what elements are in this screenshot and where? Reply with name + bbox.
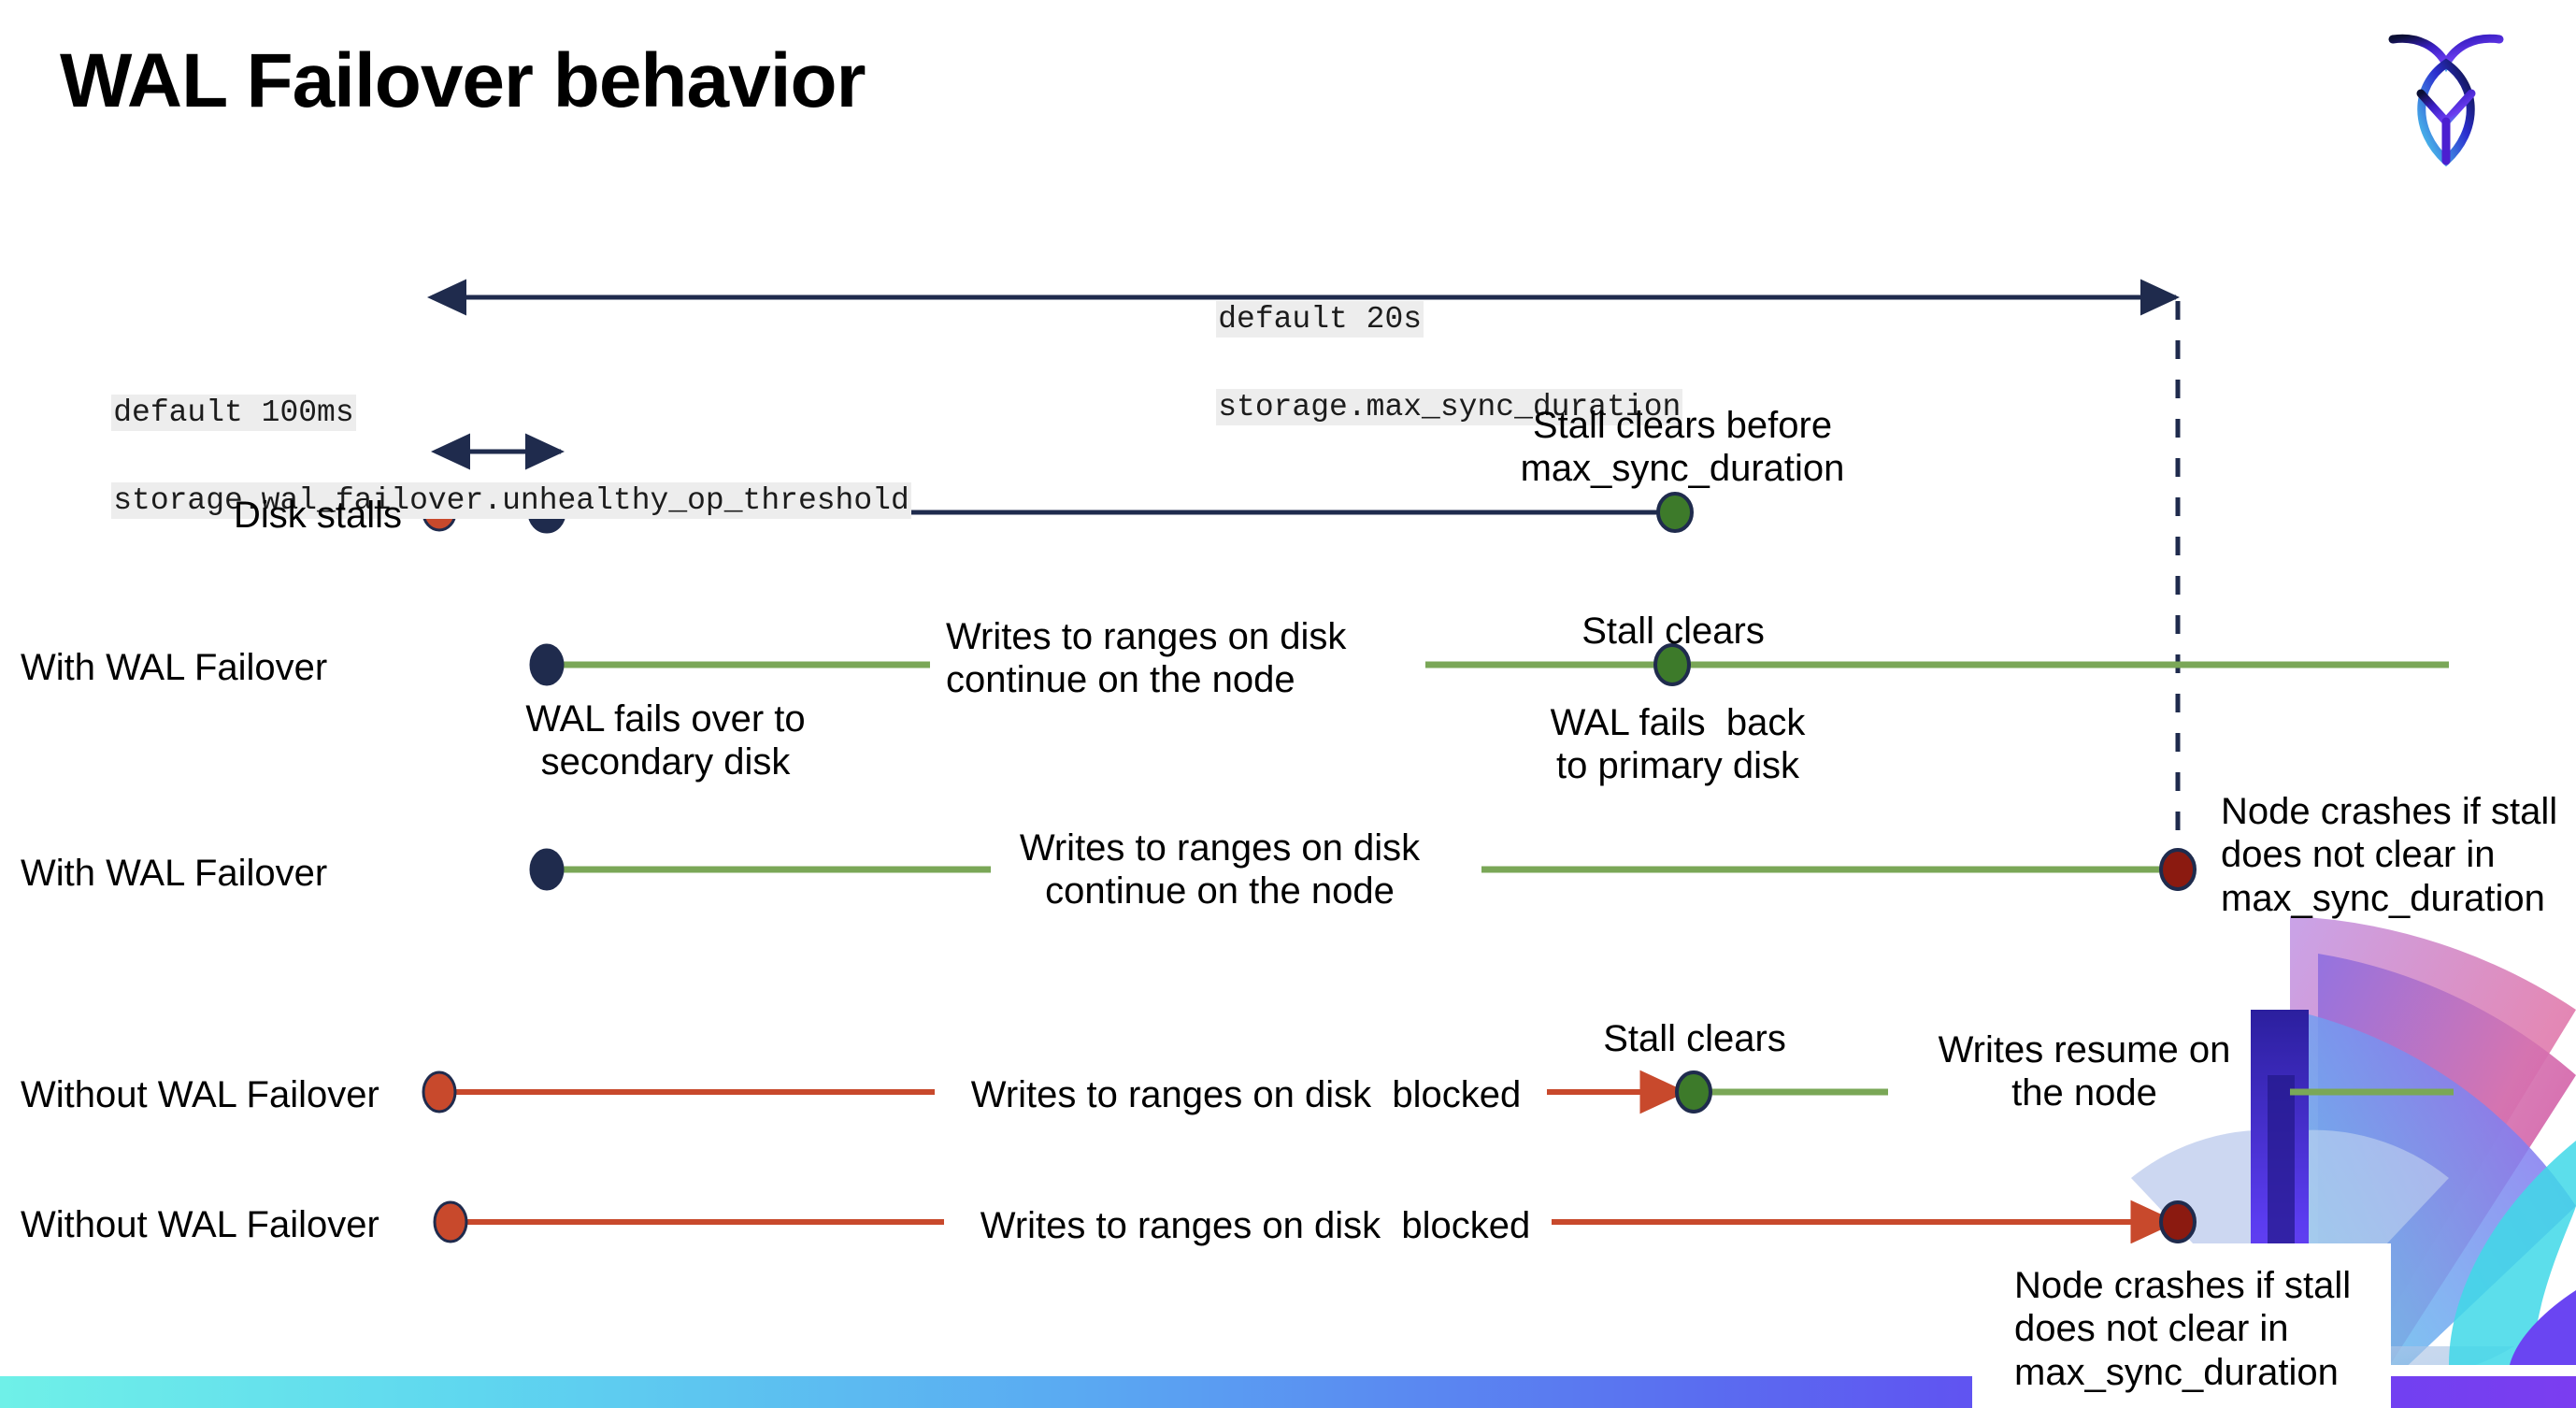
note-writes-continue-row3: Writes to ranges on disk continue on the… [1019, 827, 1421, 912]
no-failover-row4-start-marker [422, 1070, 457, 1113]
max-sync-setting-label: storage.max_sync_duration [1216, 388, 1683, 425]
no-failover-row5-start-marker [433, 1200, 468, 1243]
disk-stall-cleared-marker [1656, 492, 1694, 533]
row-label-with-wal-failover-1: With WAL Failover [21, 647, 328, 688]
note-wal-fails-over: WAL fails over to secondary disk [525, 698, 806, 783]
page-title: WAL Failover behavior [60, 38, 866, 123]
unhealthy-op-default-label: default 100ms [111, 394, 356, 431]
wal-failover-row3-start-marker [529, 848, 565, 891]
unhealthy-op-threshold-annotation: default 100ms storage.wal_failover.unhea… [37, 348, 911, 567]
note-writes-blocked-row4: Writes to ranges on disk blocked [970, 1074, 1522, 1115]
wal-failover-row2-start-marker [529, 643, 565, 686]
note-stall-clears-row4: Stall clears [1603, 1018, 1786, 1059]
note-writes-continue-row2: Writes to ranges on disk continue on the… [946, 616, 1347, 701]
note-wal-fails-back: WAL fails back to primary disk [1550, 702, 1806, 787]
row-label-disk-stalls: Disk stalls [233, 495, 402, 536]
row-label-without-wal-failover-1: Without WAL Failover [21, 1074, 379, 1115]
max-sync-default-label: default 20s [1216, 300, 1424, 338]
note-stall-clears-before-max-sync: Stall clears before max_sync_duration [1520, 405, 1845, 490]
note-node-crashes-row3: Node crashes if stall does not clear in … [2221, 791, 2558, 919]
note-writes-resume: Writes resume on the node [1938, 1029, 2231, 1114]
note-writes-blocked-row5: Writes to ranges on disk blocked [980, 1205, 1531, 1246]
crash-note-backdrop [1972, 1243, 2391, 1408]
unhealthy-op-setting-label: storage.wal_failover.unhealthy_op_thresh… [111, 481, 911, 519]
wal-failover-row3-crash-marker [2159, 848, 2197, 891]
no-failover-row4-stall-clears-marker [1675, 1070, 1712, 1113]
row-label-with-wal-failover-2: With WAL Failover [21, 853, 328, 894]
cockroachdb-logo-icon [2385, 28, 2507, 168]
max-sync-duration-annotation: default 20s storage.max_sync_duration [1142, 254, 1683, 473]
note-node-crashes-row5: Node crashes if stall does not clear in … [2014, 1265, 2352, 1393]
row-label-without-wal-failover-2: Without WAL Failover [21, 1204, 379, 1245]
no-failover-row5-crash-marker [2159, 1200, 2197, 1243]
wal-failover-row2-stall-clears-marker [1653, 643, 1691, 686]
note-stall-clears-row2: Stall clears [1581, 611, 1765, 652]
